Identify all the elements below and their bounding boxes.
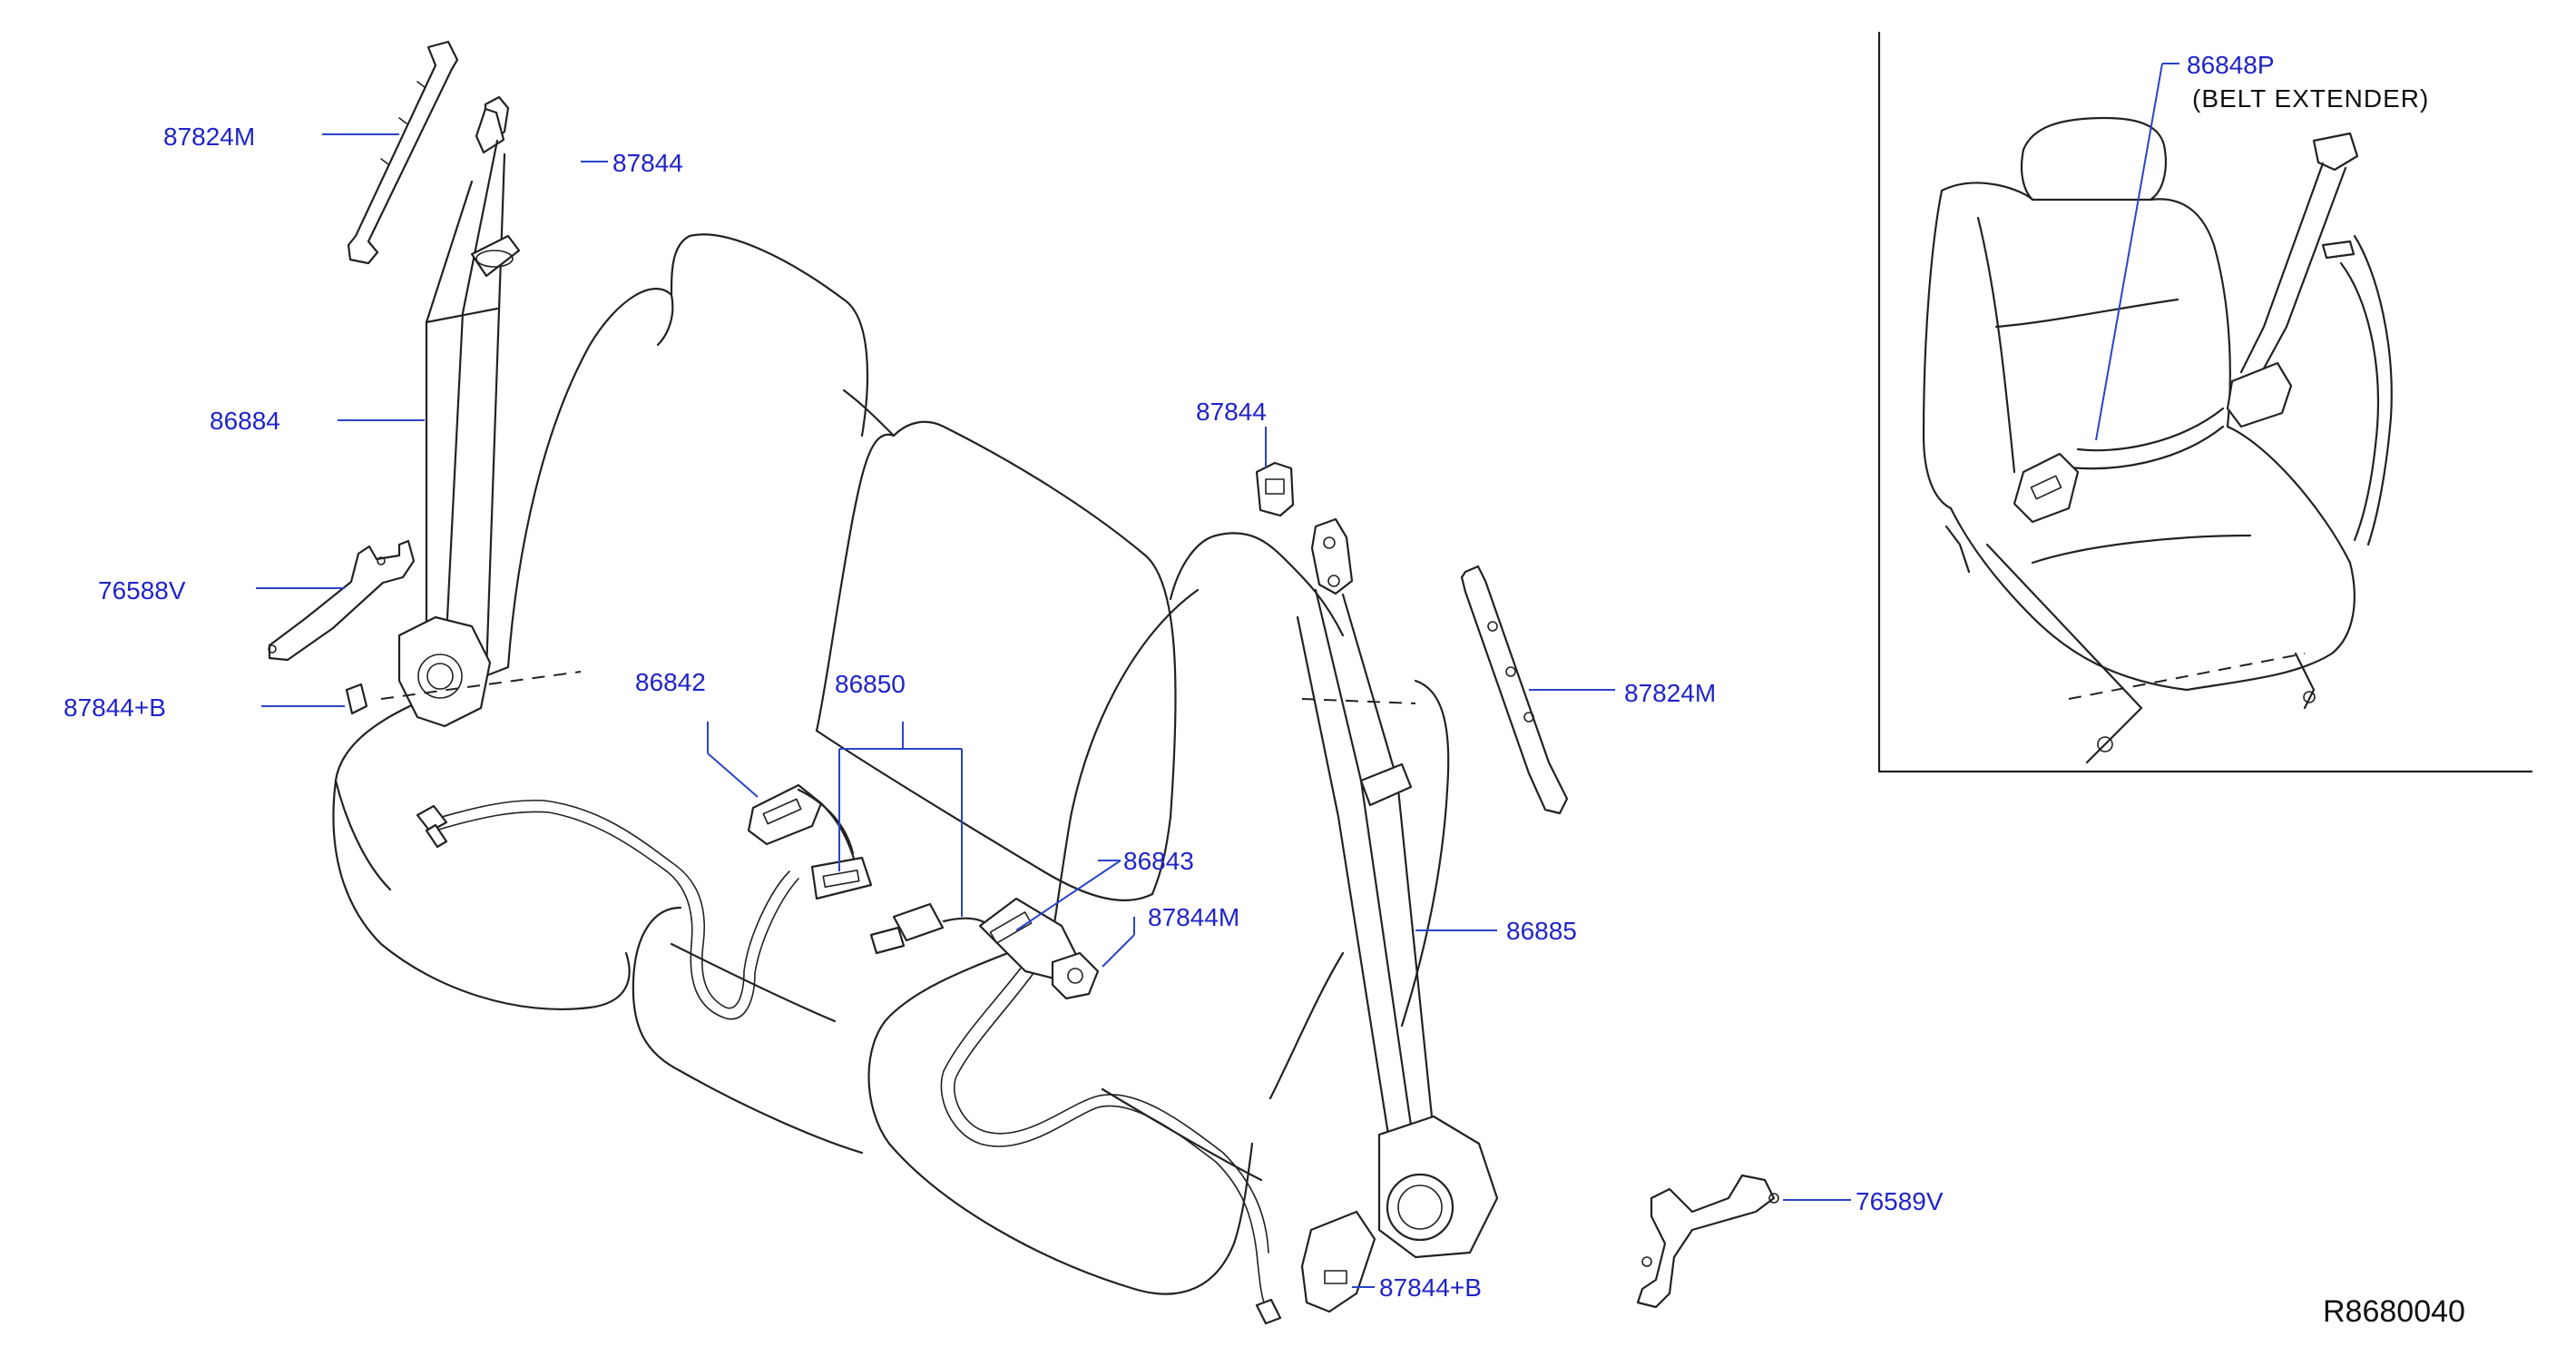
rear-seat-left-outline [332,233,896,1011]
inset-frame [1877,31,2533,773]
belt-assembly-right [1255,461,1779,1313]
callout-87824m-left: 87824M [163,123,256,151]
callout-86850: 86850 [835,670,906,698]
callout-76588v: 76588V [98,576,186,605]
callout-87844b-left: 87844+B [64,693,166,722]
inset-seat [1922,116,2393,764]
callout-87844-mid: 87844 [1196,398,1267,426]
callout-86885: 86885 [1506,917,1577,945]
belt-assembly-left [268,40,582,728]
callout-87824m-right: 87824M [1624,679,1717,707]
rear-seat-middle-outline [632,420,1177,1155]
diagram-code: R8680040 [2323,1294,2465,1329]
callout-87844m: 87844M [1148,903,1240,931]
callout-86884: 86884 [210,407,280,435]
center-buckles [747,783,1100,1000]
leader-lines [256,63,2179,1288]
callout-86842: 86842 [635,668,706,696]
inset-part-name: (BELT EXTENDER) [2192,84,2430,113]
callout-87844b-bottom: 87844+B [1379,1273,1482,1302]
callout-76589v: 76589V [1856,1187,1944,1215]
harness-wires [416,799,1282,1325]
rear-seat-right-outline [867,532,1450,1295]
callout-86843: 86843 [1123,847,1194,875]
callout-87844-top: 87844 [612,149,683,177]
inset-part-number: 86848P [2187,51,2275,79]
